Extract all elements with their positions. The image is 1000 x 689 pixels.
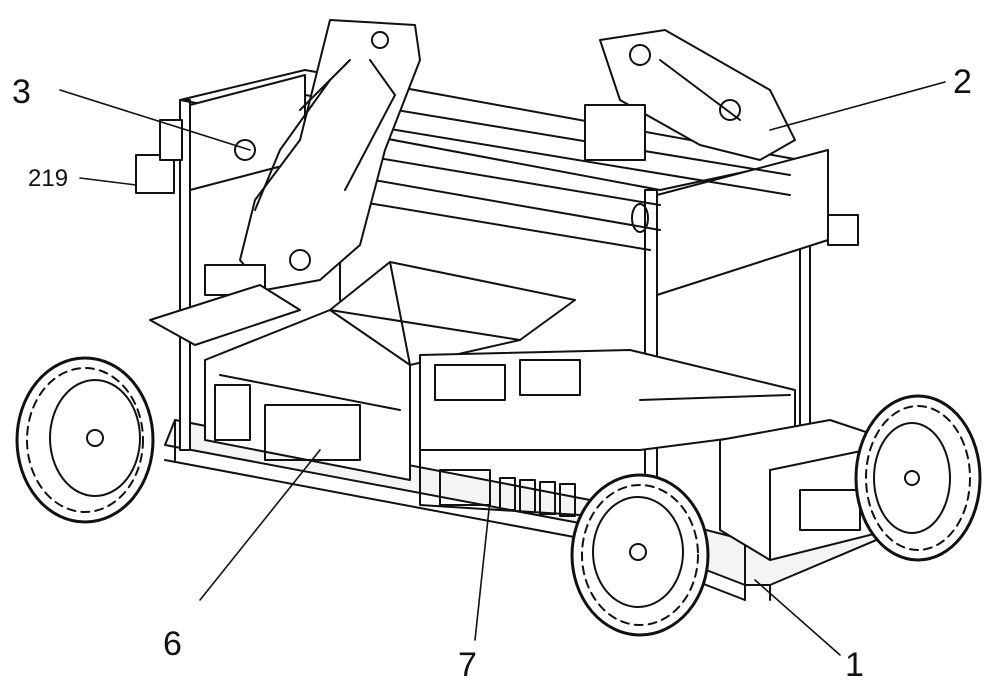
callout-label-2: 2 [953,63,972,101]
wheel-rear-left [15,356,155,524]
leader-2 [769,81,946,131]
motor-219 [135,119,183,194]
callout-label-6: 6 [163,625,182,663]
wheel-front-left [570,473,710,637]
robotic-arm-left [149,19,421,346]
leader-219 [79,177,137,186]
leader-1 [754,579,841,656]
callout-label-7: 7 [458,646,477,684]
leader-lines [59,81,946,656]
callout-label-3: 3 [12,73,31,111]
leader-6 [199,449,321,601]
leader-3 [59,89,251,151]
callout-label-1: 1 [845,646,864,684]
wheel-front-right [854,394,982,562]
callout-label-219: 219 [28,165,69,192]
robotic-arm-right [584,29,796,161]
leader-7 [474,499,491,641]
side-plate-right [656,149,859,296]
